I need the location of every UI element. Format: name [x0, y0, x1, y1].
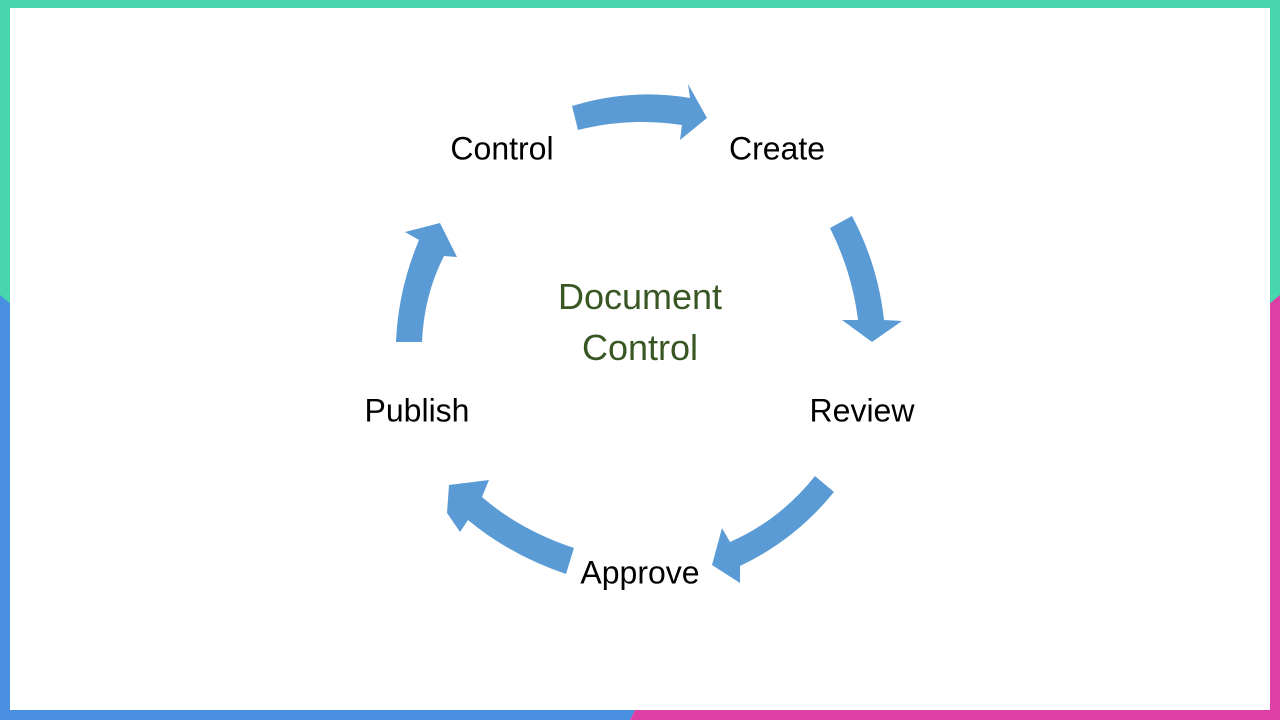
step-approve: Approve	[580, 554, 700, 591]
step-create: Create	[728, 130, 826, 167]
arrow-create-to-review	[830, 216, 902, 342]
title-line-1: Document	[557, 276, 723, 317]
diagram-title: Document Control	[558, 271, 722, 373]
arrow-approve-to-publish	[447, 480, 574, 574]
step-control: Control	[450, 130, 554, 167]
slide-canvas	[10, 8, 1270, 710]
arrow-publish-to-control	[396, 223, 457, 342]
step-review: Review	[809, 392, 915, 429]
arrow-review-to-approve	[712, 476, 834, 583]
arrow-control-to-create	[572, 84, 707, 140]
title-line-2: Control	[581, 327, 699, 368]
step-publish: Publish	[364, 392, 470, 429]
